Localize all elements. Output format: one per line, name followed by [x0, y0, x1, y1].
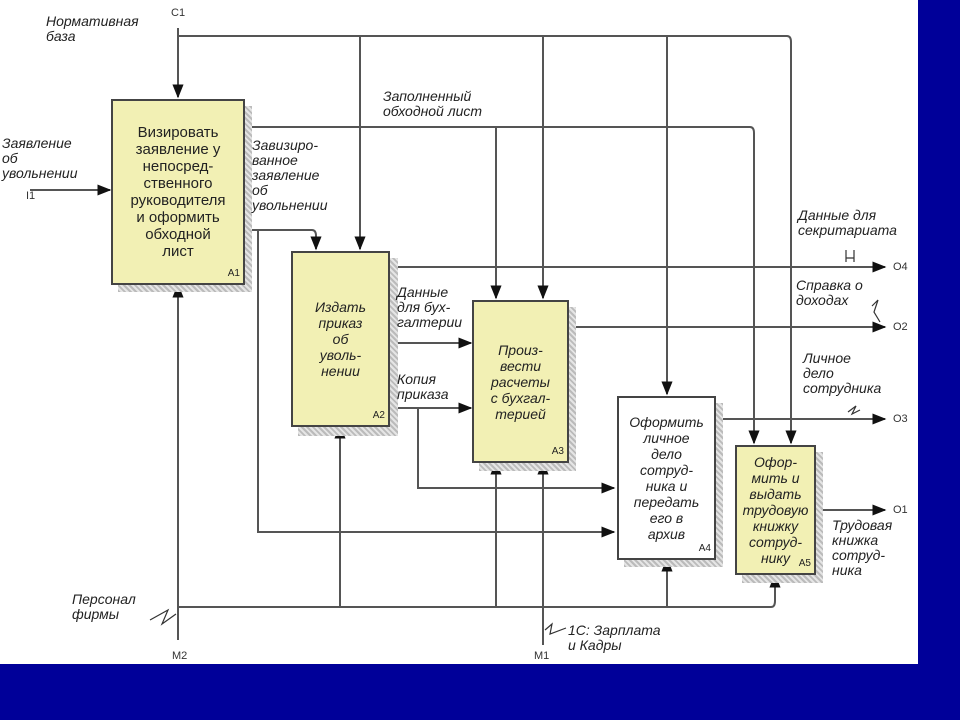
label-software: 1С: Зарплата и Кадры	[568, 622, 661, 653]
activity-a5-id: A5	[798, 558, 811, 569]
label-accounting-data: Данные для бух- галтерии	[397, 284, 463, 330]
code-o2: O2	[893, 321, 908, 333]
tick-secretariat	[845, 250, 855, 262]
activity-a2[interactable]: Издать приказ об уволь- нении A2	[291, 251, 390, 427]
activity-a3-id: A3	[551, 446, 564, 457]
activity-a3-label: Произ- вести расчеты с бухгал- терией	[490, 341, 551, 422]
squiggle-software	[544, 622, 567, 635]
label-personal-file: Личное дело сотрудника	[803, 350, 882, 396]
activity-a5[interactable]: Офор- мить и выдать трудовую книжку сотр…	[735, 445, 816, 575]
squiggle-personal	[847, 405, 861, 416]
activity-a4-id: A4	[698, 543, 711, 554]
activity-a2-label: Издать приказ об уволь- нении	[315, 299, 366, 379]
activity-a3[interactable]: Произ- вести расчеты с бухгал- терией A3	[472, 300, 569, 463]
activity-a1-id: A1	[227, 268, 240, 279]
diagram-canvas: Визировать заявление у непосред- ственно…	[0, 0, 918, 664]
label-staff: Персонал фирмы	[72, 591, 136, 622]
arrow-c1-top	[178, 35, 797, 445]
label-income-statement: Справка о доходах	[796, 277, 863, 308]
squiggle-income	[871, 299, 881, 323]
code-m2: M2	[172, 650, 188, 662]
code-o4: O4	[893, 261, 908, 273]
label-secretariat-data: Данные для секритариата	[798, 207, 897, 238]
activity-a1[interactable]: Визировать заявление у непосред- ственно…	[111, 99, 245, 285]
activity-a2-id: A2	[372, 410, 385, 421]
activity-a5-label: Офор- мить и выдать трудовую книжку сотр…	[742, 454, 809, 566]
code-m1: M1	[534, 650, 550, 662]
arrow-order-a4	[417, 408, 616, 494]
label-order-copy: Копия приказа	[397, 371, 449, 402]
label-filled-sheet: Заполненный обходной лист	[383, 88, 483, 119]
label-work-book: Трудовая книжка сотруд- ника	[832, 517, 893, 578]
squiggle-staff	[149, 608, 177, 626]
code-c1: C1	[171, 7, 186, 19]
arrows-layer	[30, 28, 887, 645]
code-o3: O3	[893, 413, 908, 425]
activity-a1-label: Визировать заявление у непосред- ственно…	[130, 124, 226, 260]
arrow-signed-a2	[246, 229, 322, 251]
arrow-m2-bus	[178, 573, 781, 608]
code-o1: O1	[893, 504, 908, 516]
activity-a4-label: Оформить личное дело сотруд- ника и пере…	[629, 414, 704, 542]
arrow-filled-sheet	[246, 126, 760, 445]
code-i1: I1	[26, 190, 36, 202]
activity-a4[interactable]: Оформить личное дело сотруд- ника и пере…	[617, 396, 716, 560]
label-application: Заявление об увольнении	[2, 135, 78, 181]
label-normative-base: Нормативная база	[46, 13, 139, 44]
label-signed-application: Завизиро- ванное заявление об увольнении	[252, 137, 328, 213]
